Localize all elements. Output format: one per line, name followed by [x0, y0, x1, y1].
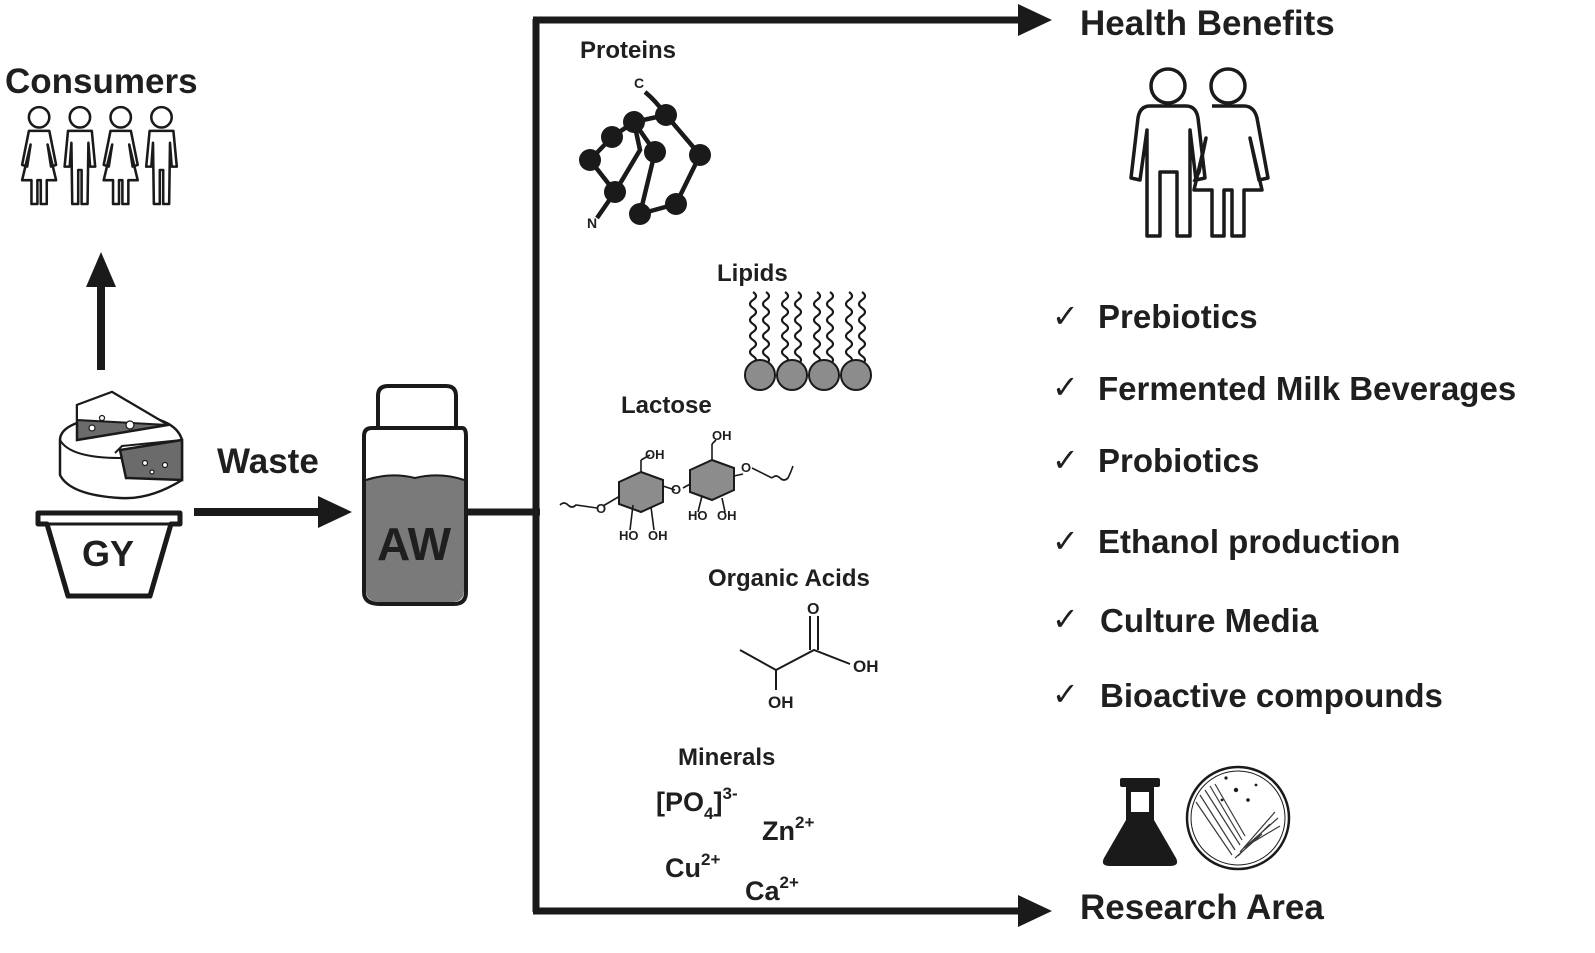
lactose-ho-left: HO	[619, 528, 639, 543]
benefit-check-icon: ✓	[1052, 442, 1079, 478]
benefit-item: Probiotics	[1098, 442, 1259, 479]
benefit-check-icon: ✓	[1052, 676, 1079, 712]
lactose-oh-bottom-left: OH	[648, 528, 668, 543]
lactose-oh-left: OH	[645, 447, 665, 462]
cheese-icon	[58, 390, 184, 500]
lactose-o-bridge: O	[671, 482, 681, 497]
lactose-o-right: O	[741, 460, 751, 475]
calcium-ion: Ca2+	[745, 873, 799, 906]
benefit-check-icon: ✓	[1052, 369, 1079, 405]
benefits-list: ✓ Prebiotics ✓ Fermented Milk Beverages …	[1052, 298, 1516, 714]
waste-arrow	[194, 496, 352, 528]
benefit-item: Fermented Milk Beverages	[1098, 370, 1516, 407]
lactose-title: Lactose	[621, 392, 712, 419]
research-area-label: Research Area	[1080, 888, 1324, 927]
benefit-check-icon: ✓	[1052, 298, 1079, 334]
phosphate-ion: [PO4]3-	[656, 784, 738, 823]
benefit-item: Bioactive compounds	[1100, 677, 1443, 714]
aw-bottle	[362, 384, 468, 606]
lactic-acid-oh-bottom: OH	[768, 693, 794, 712]
waste-label: Waste	[217, 442, 319, 481]
benefit-item: Culture Media	[1100, 602, 1319, 639]
arrow-up-to-consumers	[86, 252, 116, 370]
lactic-acid-o: O	[807, 601, 819, 618]
minerals-title: Minerals	[678, 744, 775, 771]
benefit-item: Ethanol production	[1098, 523, 1400, 560]
benefit-check-icon: ✓	[1052, 601, 1079, 637]
copper-ion: Cu2+	[665, 850, 720, 883]
protein-n-terminus: N	[587, 215, 597, 231]
lactic-acid-oh-right: OH	[853, 657, 879, 676]
consumers-label: Consumers	[5, 62, 198, 101]
petri-dish-icon	[1185, 765, 1291, 871]
protein-chain-icon	[579, 90, 711, 225]
lactose-ho-right: HO	[688, 508, 708, 523]
lactic-acid-structure-icon	[739, 616, 851, 690]
flask-icon	[1102, 778, 1178, 866]
lactose-oh-bottom-right: OH	[717, 508, 737, 523]
lactose-structure-icon	[559, 439, 794, 531]
proteins-title: Proteins	[580, 37, 676, 64]
consumers-people-icon	[20, 105, 179, 206]
lactose-o-left: O	[596, 501, 606, 516]
gy-label: GY	[82, 533, 134, 574]
benefit-item: Prebiotics	[1098, 298, 1258, 335]
branch-lines	[466, 4, 1052, 927]
aw-label: AW	[377, 518, 452, 570]
gy-container	[35, 510, 183, 599]
health-benefits-label: Health Benefits	[1080, 4, 1335, 43]
benefit-check-icon: ✓	[1052, 523, 1079, 559]
protein-c-terminus: C	[634, 75, 644, 91]
lipid-bilayer-icon	[744, 290, 872, 391]
lipids-title: Lipids	[717, 260, 788, 287]
couple-icon	[1129, 67, 1270, 238]
zinc-ion: Zn2+	[762, 813, 814, 846]
organic-acids-title: Organic Acids	[708, 565, 870, 592]
lactose-oh-right: OH	[712, 428, 732, 443]
